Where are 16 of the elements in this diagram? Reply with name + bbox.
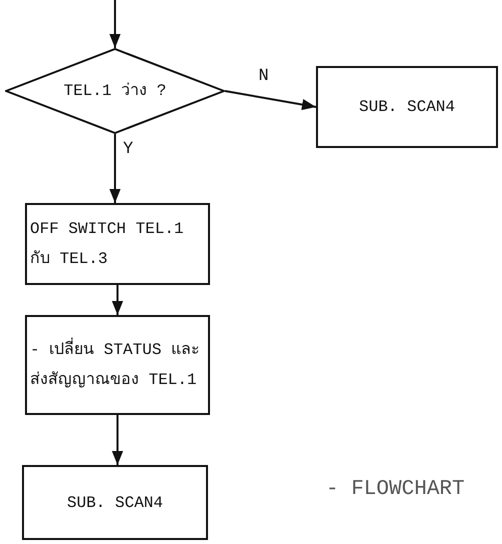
process-box	[22, 465, 208, 540]
arrow	[112, 285, 124, 315]
process-box	[25, 203, 210, 285]
arrow	[224, 90, 316, 110]
decision-diamond	[5, 48, 225, 134]
caption-text: - FLOWCHART	[326, 478, 465, 501]
arrow	[109, 134, 121, 203]
process-box	[316, 66, 498, 148]
arrow	[109, 0, 121, 48]
node-text: SUB. SCAN4	[358, 97, 456, 118]
node-text: SUB. SCAN4	[66, 492, 164, 514]
arrow	[112, 415, 124, 465]
node-text: OFF SWITCH TEL.1 กับ TEL.3	[30, 219, 185, 270]
process-box	[25, 315, 210, 415]
node-text: TEL.1 ว่าง ?	[62, 81, 168, 102]
node-text: - เปลี่ยน STATUS และส่งสัญญาณของ TEL.1	[30, 335, 205, 395]
